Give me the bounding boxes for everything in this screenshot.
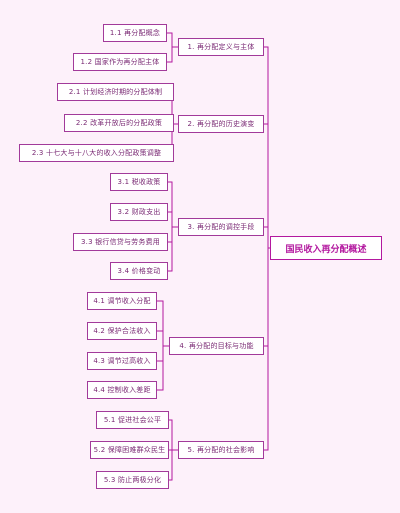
leaf-node-4-3[interactable]: 4.3 调节过高收入 <box>87 352 157 370</box>
leaf-node-4-2[interactable]: 4.2 保护合法收入 <box>87 322 157 340</box>
branch-node-3[interactable]: 3. 再分配的调控手段 <box>178 218 264 236</box>
root-to-branch-line-1 <box>264 46 270 249</box>
leaf-label: 5.1 促进社会公平 <box>103 415 162 424</box>
branch-to-leaf-line-1-1 <box>167 32 178 48</box>
leaf-label: 1.2 国家作为再分配主体 <box>80 57 160 66</box>
leaf-label: 3.4 价格变动 <box>117 266 161 275</box>
branch-to-leaf-line-3-1 <box>168 181 178 228</box>
leaf-node-2-2[interactable]: 2.2 改革开放后的分配政策 <box>64 114 174 132</box>
branch-to-leaf-line-3-3 <box>168 226 178 243</box>
branch-to-leaf-line-4-4 <box>157 345 169 391</box>
leaf-node-2-3[interactable]: 2.3 十七大与十八大的收入分配政策调整 <box>19 144 174 162</box>
leaf-label: 5.3 防止两极分化 <box>103 475 162 484</box>
leaf-label: 3.1 税收政策 <box>117 177 161 186</box>
leaf-node-5-3[interactable]: 5.3 防止两极分化 <box>96 471 169 489</box>
leaf-label: 1.1 再分配概念 <box>109 28 161 37</box>
root-to-branch-line-4 <box>264 247 270 347</box>
leaf-label: 2.3 十七大与十八大的收入分配政策调整 <box>31 148 162 157</box>
leaf-node-3-3[interactable]: 3.3 银行信贷与劳务费用 <box>73 233 168 251</box>
branch-label: 5. 再分配的社会影响 <box>187 445 255 454</box>
root-label: 国民收入再分配概述 <box>285 244 367 255</box>
root-node[interactable]: 国民收入再分配概述 <box>270 236 382 260</box>
leaf-node-4-1[interactable]: 4.1 调节收入分配 <box>87 292 157 310</box>
leaf-node-2-1[interactable]: 2.1 计划经济时期的分配体制 <box>57 83 174 101</box>
branch-node-4[interactable]: 4. 再分配的目标与功能 <box>169 337 264 355</box>
branch-to-leaf-line-1-2 <box>167 46 178 63</box>
root-to-branch-line-2 <box>264 123 270 249</box>
leaf-node-3-2[interactable]: 3.2 财政支出 <box>110 203 168 221</box>
branch-node-2[interactable]: 2. 再分配的历史演变 <box>178 115 264 133</box>
branch-label: 4. 再分配的目标与功能 <box>179 341 254 350</box>
branch-label: 3. 再分配的调控手段 <box>187 222 255 231</box>
root-to-branch-line-5 <box>264 247 270 451</box>
leaf-node-4-4[interactable]: 4.4 控制收入差距 <box>87 381 157 399</box>
branch-to-leaf-line-3-2 <box>168 211 178 228</box>
leaf-label: 5.2 保障困难群众民生 <box>93 445 166 454</box>
branch-to-leaf-line-4-2 <box>157 330 169 347</box>
leaf-label: 2.1 计划经济时期的分配体制 <box>68 87 163 96</box>
leaf-node-3-1[interactable]: 3.1 税收政策 <box>110 173 168 191</box>
branch-node-1[interactable]: 1. 再分配定义与主体 <box>178 38 264 56</box>
branch-to-leaf-line-5-1 <box>169 419 178 451</box>
branch-to-leaf-line-5-3 <box>169 449 178 481</box>
branch-label: 2. 再分配的历史演变 <box>187 119 255 128</box>
leaf-label: 4.2 保护合法收入 <box>93 326 151 335</box>
leaf-label: 3.3 银行信贷与劳务费用 <box>81 237 160 246</box>
branch-node-5[interactable]: 5. 再分配的社会影响 <box>178 441 264 459</box>
leaf-node-5-1[interactable]: 5.1 促进社会公平 <box>96 411 169 429</box>
leaf-node-1-2[interactable]: 1.2 国家作为再分配主体 <box>73 53 167 71</box>
leaf-label: 4.3 调节过高收入 <box>93 356 151 365</box>
leaf-node-1-1[interactable]: 1.1 再分配概念 <box>103 24 167 42</box>
leaf-label: 3.2 财政支出 <box>117 207 161 216</box>
leaf-label: 2.2 改革开放后的分配政策 <box>75 118 163 127</box>
leaf-label: 4.1 调节收入分配 <box>93 296 151 305</box>
branch-label: 1. 再分配定义与主体 <box>187 42 255 51</box>
leaf-node-5-2[interactable]: 5.2 保障困难群众民生 <box>90 441 169 459</box>
leaf-label: 4.4 控制收入差距 <box>93 385 151 394</box>
leaf-node-3-4[interactable]: 3.4 价格变动 <box>110 262 168 280</box>
branch-to-leaf-line-3-4 <box>168 226 178 272</box>
